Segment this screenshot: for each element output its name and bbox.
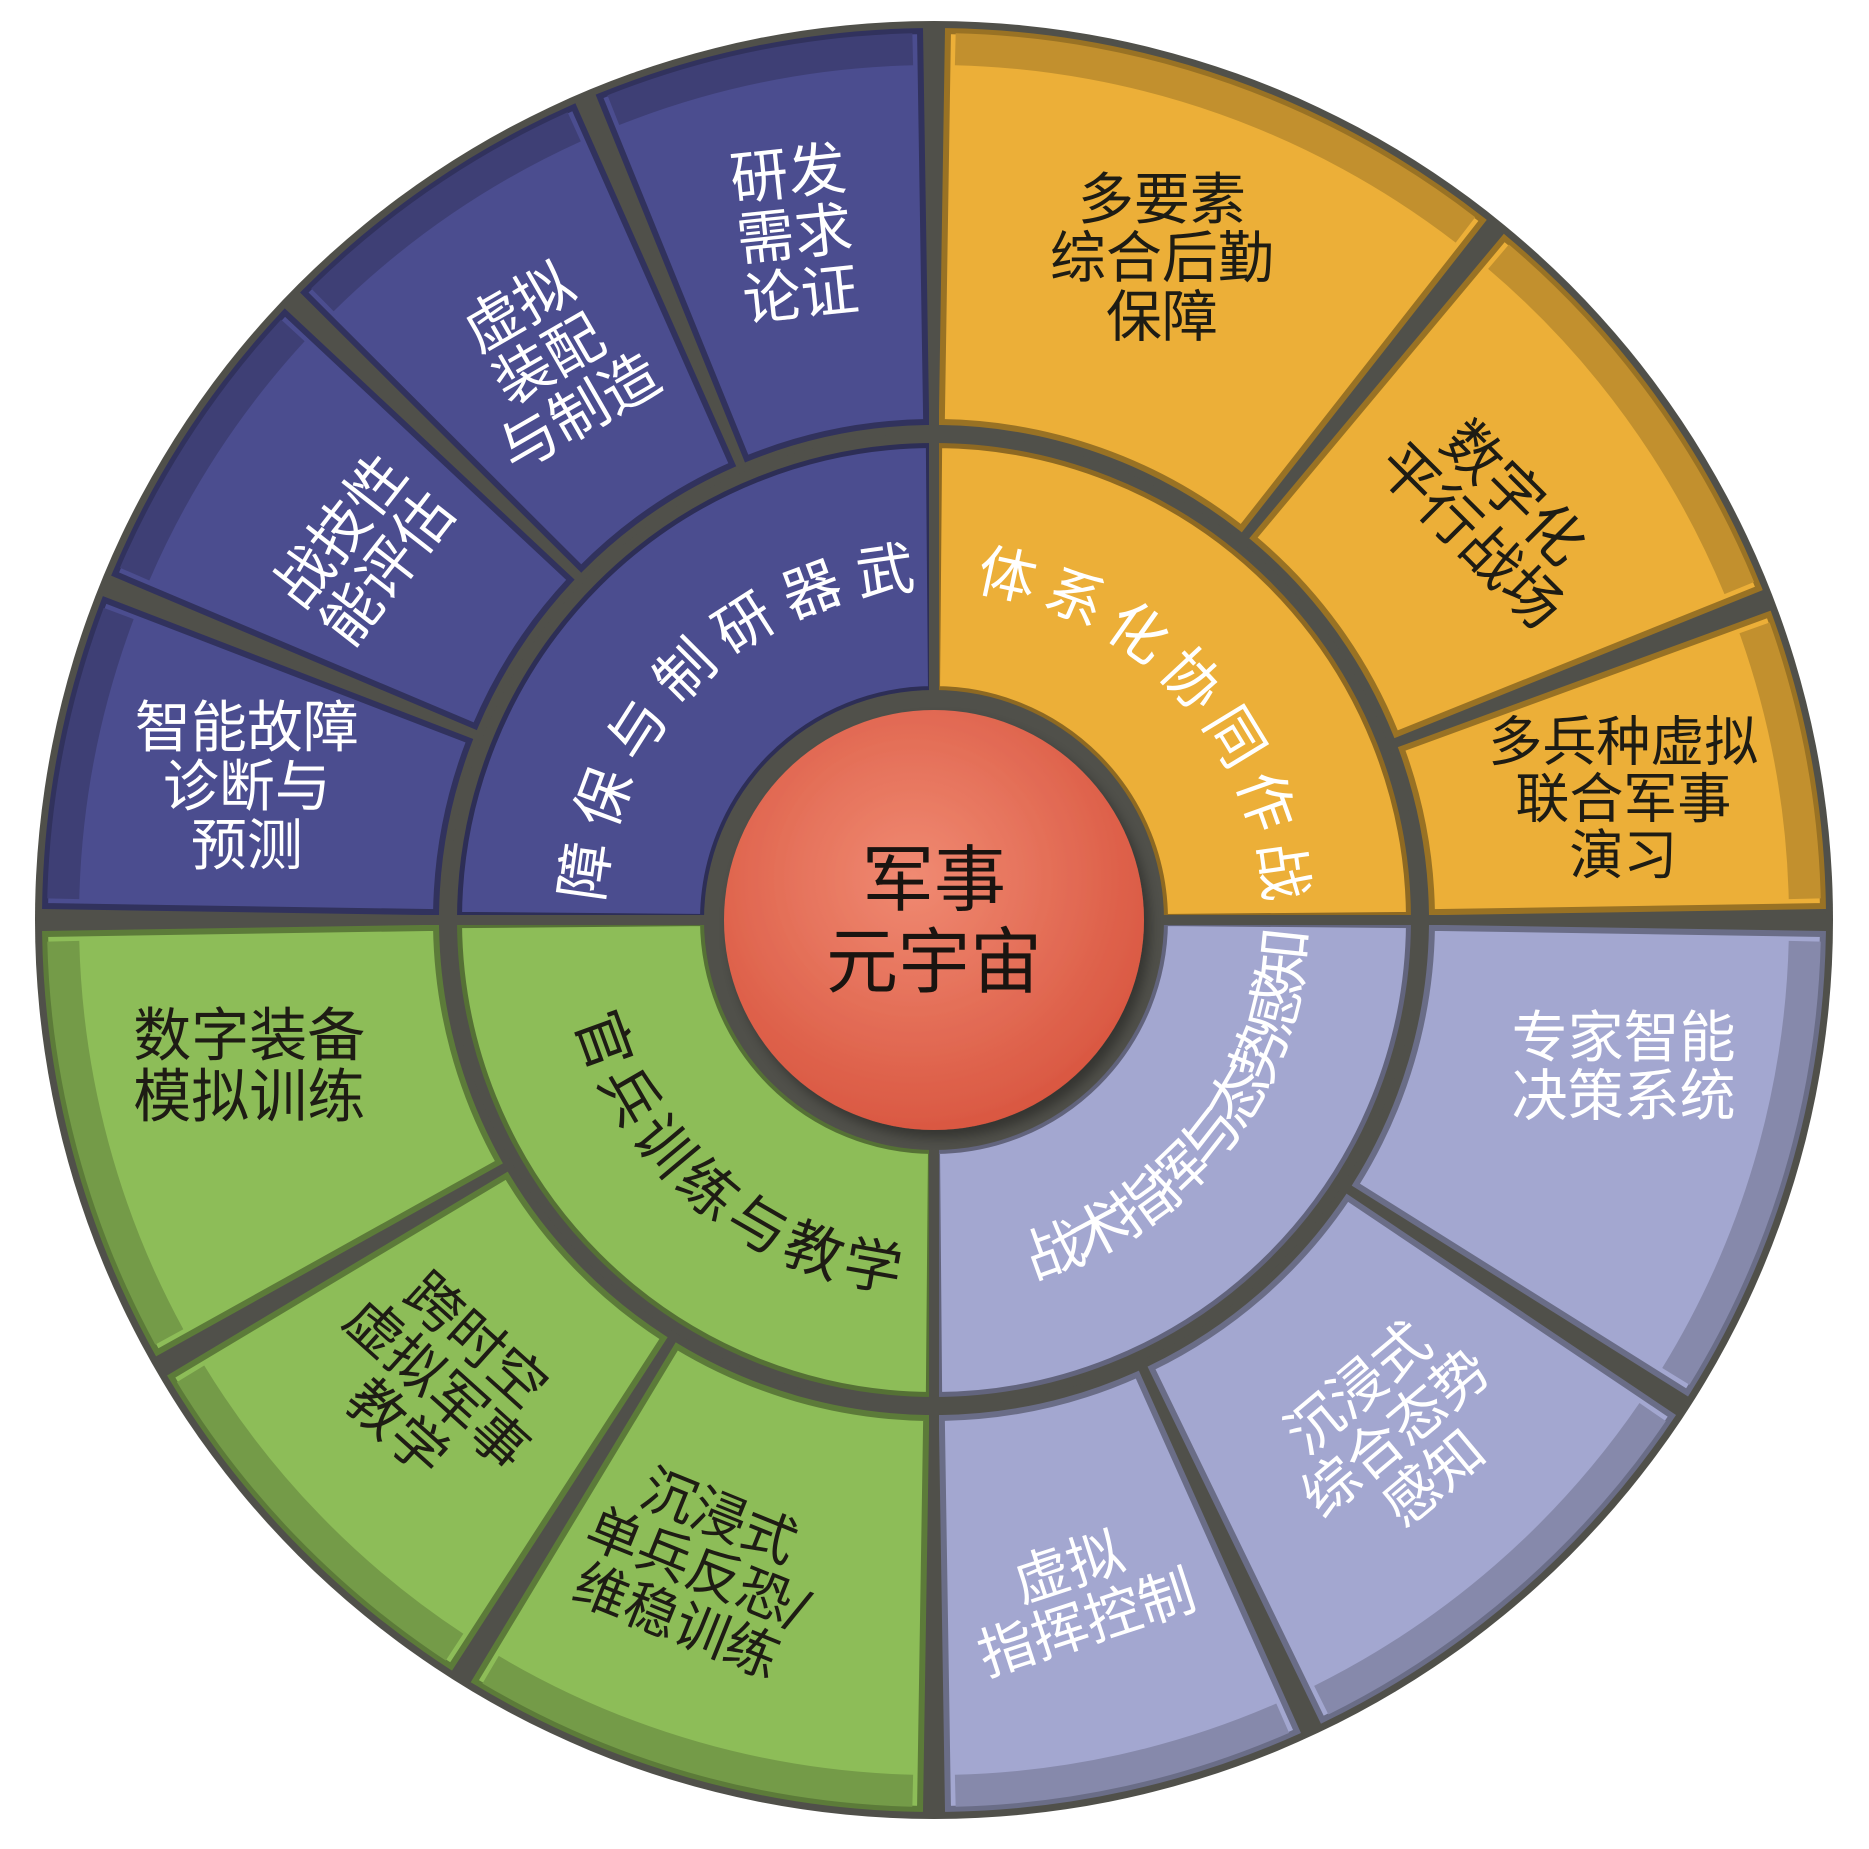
- weapons-item-1-bevel: [311, 112, 581, 312]
- ring-separator: [447, 433, 1421, 1407]
- training-item-2-bevel: [47, 940, 184, 1345]
- weapons-item-0-segment: [595, 28, 930, 463]
- command-item-0-bevel: [1662, 940, 1821, 1385]
- systemic-item-2-bevel: [1739, 622, 1821, 900]
- training-item-1-bevel: [176, 1365, 464, 1661]
- systemic-item-2-line-0: 多兵种虚拟: [1488, 711, 1758, 774]
- center-label-line-1: 元宇宙: [826, 920, 1042, 1004]
- command-title-char: 知: [1247, 924, 1321, 989]
- training-title-char: 学: [838, 1228, 907, 1305]
- command-item-1-segment: [1147, 1193, 1677, 1724]
- weapons-item-2-bevel: [119, 319, 305, 581]
- weapons-item-3-bevel: [47, 607, 134, 900]
- training-item-2-line-1: 模拟训练: [133, 1062, 365, 1130]
- command-item-1-bevel: [1314, 1403, 1666, 1715]
- weapons-item-3-line-0: 智能故障: [135, 696, 359, 761]
- command-item-0-line-1: 决策系统: [1512, 1065, 1736, 1130]
- systemic-item-0-line-2: 保障: [1106, 286, 1218, 351]
- weapons-item-3-segment: [42, 596, 474, 916]
- weapons-item-0-line-1: 需求: [733, 194, 855, 274]
- systemic-title-char: 战: [1245, 838, 1320, 905]
- training-item-2-segment: [42, 924, 503, 1357]
- systemic-title-char: 体: [972, 536, 1043, 615]
- weapons-item-0-line-2: 论证: [740, 255, 862, 335]
- systemic-item-0-line-0: 多要素: [1078, 168, 1246, 233]
- systemic-item-2-segment: [1397, 610, 1826, 916]
- training-item-1-segment: [167, 1171, 668, 1671]
- command-item-0-segment: [1351, 924, 1826, 1397]
- systemic-item-2-line-2: 演习: [1569, 824, 1677, 887]
- weapons-item-0-line-0: 研发: [727, 134, 849, 214]
- systemic-item-1-segment: [1249, 233, 1763, 739]
- training-item-2-line-0: 数字装备: [133, 1001, 365, 1069]
- systemic-item-1-bevel: [1488, 244, 1755, 595]
- systemic-item-0-line-1: 综合后勤: [1050, 227, 1274, 292]
- systemic-item-2-line-1: 联合军事: [1515, 767, 1731, 830]
- weapons-item-3-line-1: 诊断与: [163, 755, 331, 820]
- command-item-0-line-0: 专家智能: [1512, 1006, 1736, 1071]
- training-item-0-segment: [470, 1342, 930, 1812]
- weapons-title-char: 障: [548, 838, 623, 905]
- command-item-2-segment: [938, 1370, 1301, 1812]
- weapons-title-char: 武: [852, 534, 919, 609]
- command-item-2-bevel: [954, 1703, 1290, 1807]
- weapons-item-3-line-2: 预测: [191, 814, 303, 879]
- center-label-line-0: 军事: [862, 838, 1006, 922]
- weapons-item-0-bevel: [607, 33, 914, 126]
- training-item-0-bevel: [482, 1655, 914, 1807]
- systemic-item-0-bevel: [954, 33, 1476, 243]
- hub-core: [724, 710, 1144, 1130]
- outer-ring: 研发需求论证虚拟装配与制造战技性能评估智能故障诊断与预测多要素综合后勤保障数字化…: [35, 21, 1833, 1819]
